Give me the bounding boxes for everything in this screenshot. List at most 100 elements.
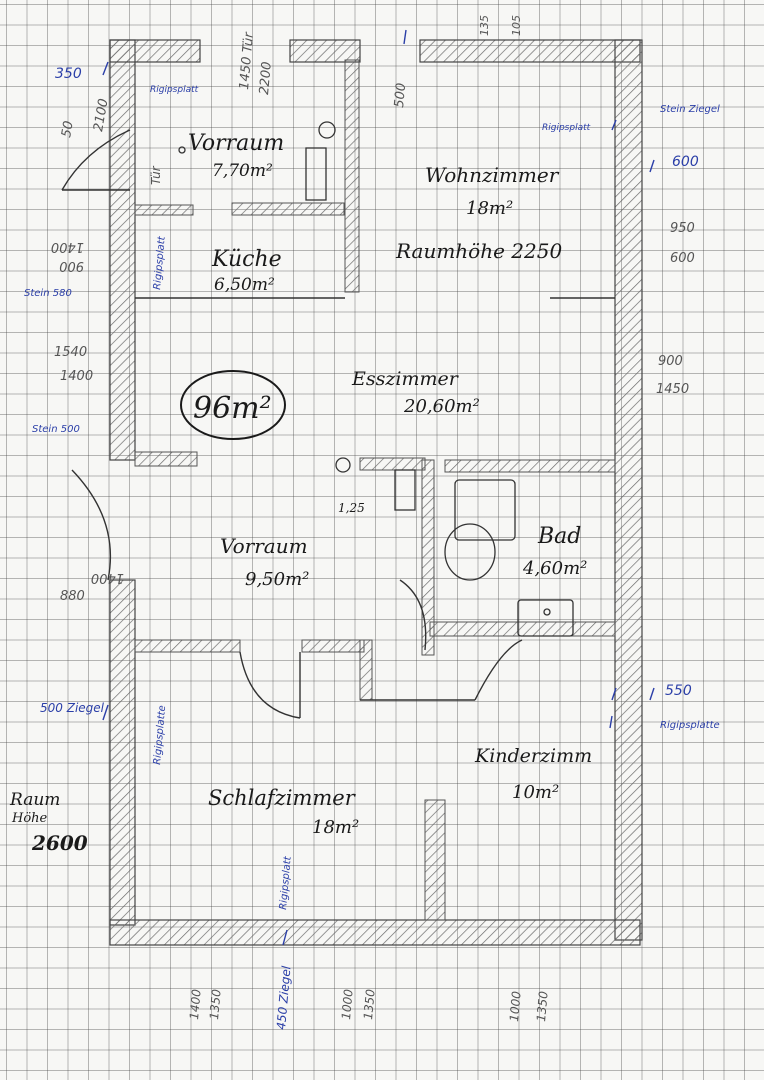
small-dimension: 1,25 [338,501,365,515]
dim-2100: 2100 [91,97,112,132]
wall-left-upper [109,39,136,461]
dim-1450-tuer: 1450 Tür [237,30,257,90]
room-schlafzimmer-name: Schlafzimmer [208,786,357,810]
outer-walls [109,39,643,946]
note-rigips-top-left: Rigipsplatt [150,85,199,95]
raum-label: Raum [9,790,60,810]
dim-1350-b2: 1350 [361,988,378,1020]
room-vorraum-mid-area: 9,50m² [245,569,309,590]
dim-105: 105 [510,15,523,36]
wall-bath-bottom [429,621,616,637]
dim-1350-b1: 1350 [207,988,224,1020]
note-stein-500: Stein 500 [32,424,80,435]
room-bad-name: Bad [537,524,581,549]
note-rigips-bottom: Rigipsplatt [278,855,294,910]
wall-right [614,39,643,941]
wall-bottom [109,919,641,946]
dimension-annotations: 350 Rigipsplatt 2100 50 1450 Tür 2200 50… [24,15,720,1030]
dim-900-l: 900 [59,258,84,273]
wall-vorraum-kitchen [231,202,345,216]
note-rigips-top-right: Rigipsplatt [542,123,591,133]
dim-1540: 1540 [54,345,87,360]
washbasin [444,523,496,581]
note-rigips-kueche: Rigipsplatt [152,235,168,290]
room-esszimmer-area: 20,60m² [403,396,480,417]
room-kueche-name: Küche [211,247,282,272]
room-kinderzimmer-area: 10m² [512,782,559,803]
wall-bedroom-top-r [301,639,365,653]
room-schlafzimmer-area: 18m² [312,817,359,838]
note-rigips-left-low: Rigipsplatte [152,705,168,765]
dim-500-top: 500 [392,82,409,108]
drain-icon [335,457,351,473]
dim-1400-mid: 1400 [91,570,124,585]
dim-950: 950 [670,221,695,236]
hoehe-label: Höhe [11,811,48,826]
door-kinder [474,639,523,701]
dim-600-b: 600 [670,251,695,266]
room-kueche-area: 6,50m² [214,275,275,295]
raumhoehe-value: 2600 [31,831,88,855]
wall-top-mid [289,39,361,63]
wall-bedroom-top [134,639,241,653]
dim-135: 135 [478,15,491,36]
wall-top-left [109,39,201,63]
room-height-note: Raumhöhe 2250 [395,239,562,263]
wall-kinder-left [424,799,446,921]
dim-1400-l: 1400 [51,239,84,254]
wall-left-lower [109,579,136,926]
dim-450-ziegel: 450 Ziegel [274,965,294,1031]
dim-900-r: 900 [658,354,683,369]
wall-top-right [419,39,641,63]
total-area-circle [180,370,286,440]
total-area: 96m² [193,391,272,426]
note-tuer: Tür [149,165,163,185]
bathtub-edge [517,599,574,637]
wall-left-mid [134,451,198,467]
door-entrance [61,129,131,191]
room-labels: Vorraum 7,70m² Küche 6,50m² Wohnzimmer 1… [9,131,592,855]
partitions [135,297,615,701]
dim-880: 880 [60,589,85,604]
door-bath [399,579,427,651]
dim-550: 550 [665,683,692,699]
door-bedroom [239,651,301,719]
door-left [71,469,112,581]
room-bad-area: 4,60m² [522,558,587,579]
blue-ticks [102,29,655,946]
doors [61,129,523,719]
dim-1450-r: 1450 [656,382,689,397]
door-knob-icon [178,146,186,154]
room-wohnzimmer-name: Wohnzimmer [425,163,560,187]
note-500-ziegel: 500 Ziegel [40,701,105,715]
dim-2200: 2200 [257,61,275,95]
wall-bath-top-left [359,457,426,471]
stove [305,147,327,201]
wall-kitchen-top [134,204,194,216]
dim-600-top: 600 [672,154,699,170]
note-stein-580: Stein 580 [24,288,72,299]
dim-1400-b: 1400 [60,369,93,384]
chimney-icon [318,121,336,139]
dim-1000-b3: 1000 [507,990,524,1022]
room-wohnzimmer-area: 18m² [466,198,513,219]
tap-icon [543,608,551,616]
wall-vorraum-wohn [344,59,360,293]
toilet [394,469,416,511]
note-stein-ziegel: Stein Ziegel [660,104,720,115]
room-vorraum-mid-name: Vorraum [220,534,308,558]
room-vorraum-top-area: 7,70m² [212,161,273,181]
room-vorraum-top-name: Vorraum [188,131,284,156]
wall-bath-left [421,459,435,656]
dim-350: 350 [55,66,82,82]
shower [454,479,516,541]
room-esszimmer-name: Esszimmer [351,368,460,390]
dim-1400-b1: 1400 [187,988,204,1020]
dim-1350-b3: 1350 [534,990,551,1022]
dim-50: 50 [59,120,77,139]
wall-bath-top [444,459,616,473]
wall-corridor [359,639,373,701]
fixtures [178,121,574,637]
note-rigips-right: Rigipsplatte [660,720,720,731]
